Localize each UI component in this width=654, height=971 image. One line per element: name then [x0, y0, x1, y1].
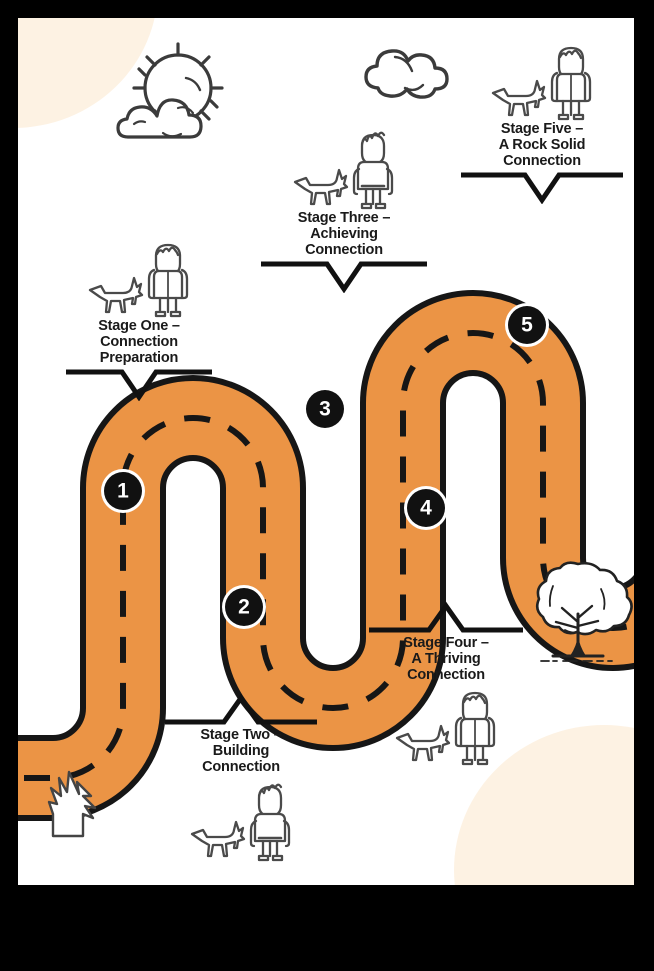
stage-marker-1[interactable]: 1: [101, 469, 145, 513]
stage-3-line-2: Achieving: [310, 226, 378, 243]
dog-icon: [395, 724, 450, 761]
person-woman-icon: [147, 243, 188, 318]
person-man-icon: [352, 131, 393, 210]
sun-behind-clouds-icon: [108, 38, 248, 163]
stage-5-line-1: Stage Five –: [500, 121, 584, 137]
stage-5-line-3: Connection: [503, 153, 581, 170]
stage-1-line-3: Preparation: [99, 350, 179, 367]
stage-1-figures: [64, 240, 214, 318]
stage-2-line-1: Stage Two –: [200, 727, 282, 743]
stage-marker-5-number: 5: [521, 314, 533, 337]
stage-4-bracket-up: [369, 601, 523, 633]
stage-label-2: Stage Two – Building Connection: [162, 693, 320, 862]
stage-4-line-2: A Thriving: [411, 651, 481, 668]
stage-4-line-1: Stage Four –: [403, 635, 489, 651]
stage-5-bracket-down: [461, 172, 623, 204]
stage-2-line-2: Building: [212, 743, 270, 760]
stage-5-figures: [458, 43, 626, 121]
grass-tuft-icon: [33, 758, 105, 849]
stage-marker-2[interactable]: 2: [222, 585, 266, 629]
stage-marker-1-number: 1: [117, 480, 129, 503]
person-man-icon: [249, 783, 290, 861]
stage-2-bracket-up: [165, 693, 317, 725]
dog-icon: [293, 168, 348, 206]
stage-3-bracket-down: [261, 261, 427, 293]
stage-2-figures: [162, 780, 320, 862]
tree-icon: [523, 556, 633, 679]
stage-3-line-3: Connection: [305, 242, 383, 259]
stage-label-5: Stage Five – A Rock Solid Connection: [458, 43, 626, 204]
stage-3-line-1: Stage Three –: [297, 210, 391, 226]
stage-marker-3[interactable]: 3: [303, 387, 347, 431]
stage-marker-5[interactable]: 5: [505, 303, 549, 347]
stage-label-3: Stage Three – Achieving Connection: [258, 128, 430, 293]
infographic-canvas: 1 2 3 4 5: [18, 18, 634, 885]
stage-1-line-1: Stage One –: [98, 318, 180, 334]
dog-icon: [88, 276, 143, 314]
stage-1-line-2: Connection: [100, 334, 178, 351]
stage-marker-2-number: 2: [238, 596, 250, 619]
dog-icon: [491, 79, 546, 117]
person-woman-icon: [454, 691, 495, 765]
cloud-icon: [358, 36, 458, 111]
stage-marker-4-number: 4: [420, 497, 432, 520]
stage-3-figures: [258, 128, 430, 210]
person-woman-icon: [550, 46, 591, 121]
stage-label-4: Stage Four – A Thriving Connection: [366, 601, 526, 766]
stage-marker-4[interactable]: 4: [404, 486, 448, 530]
stage-5-line-2: A Rock Solid: [498, 137, 586, 154]
stage-label-1: Stage One – Connection Preparation: [64, 240, 214, 401]
stage-1-bracket-down: [66, 369, 212, 401]
stage-2-line-3: Connection: [202, 759, 280, 776]
stage-marker-group: 1 2 3 4 5: [101, 303, 549, 629]
stage-4-line-3: Connection: [407, 667, 485, 684]
stage-4-figures: [366, 688, 526, 766]
stage-marker-3-number: 3: [319, 398, 331, 421]
dog-icon: [190, 820, 245, 857]
